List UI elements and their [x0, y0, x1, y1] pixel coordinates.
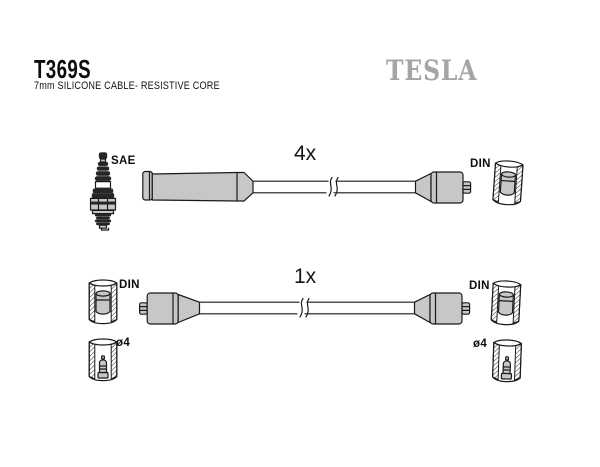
socket-4mm-icon [491, 339, 522, 383]
din-terminal-label-row2-right: DIN [469, 280, 490, 292]
socket-size-label-row2-right: ø4 [473, 338, 488, 350]
din-connector-illustration-row2-right [413, 292, 471, 325]
din-terminal-label-row1: DIN [470, 158, 491, 170]
din-connector-illustration-row2-left [139, 292, 201, 325]
part-number: T369S [34, 54, 91, 84]
socket-size-label-row2-left: ø4 [116, 337, 131, 349]
plug-boot-illustration [142, 170, 254, 202]
ignition-cable-row2 [199, 297, 415, 318]
din-boot-icon [492, 160, 524, 206]
cable-spec-subtitle: 7mm SILICONE CABLE- RESISTIVE CORE [34, 80, 220, 92]
din-connector-illustration-row1 [414, 171, 472, 204]
row1-quantity: 4x [294, 142, 317, 165]
din-boot-icon [490, 280, 522, 326]
row2-quantity: 1x [294, 265, 317, 288]
sae-terminal-label: SAE [111, 155, 136, 167]
din-boot-icon [88, 279, 118, 325]
din-terminal-label-row2-left: DIN [119, 279, 140, 291]
spark-plug-icon [89, 152, 117, 231]
cable-break-mark [299, 297, 304, 318]
socket-4mm-icon [88, 338, 118, 382]
cable-break-mark [328, 176, 333, 197]
ignition-cable-row1 [252, 176, 416, 197]
tesla-logo: TESLA [386, 54, 478, 87]
